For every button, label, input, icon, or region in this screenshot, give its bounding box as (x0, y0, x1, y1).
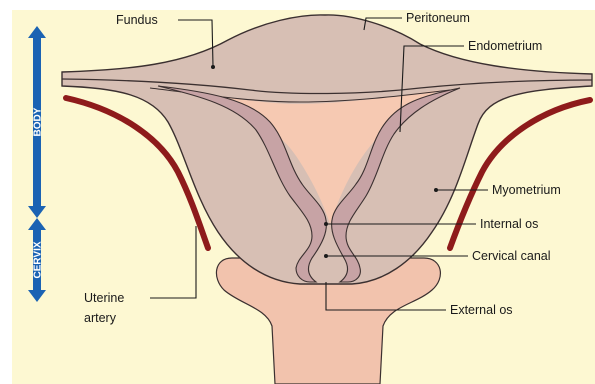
myometrium-label: Myometrium (492, 183, 561, 197)
cervical-canal-label: Cervical canal (472, 249, 551, 263)
myometrium-dot (434, 188, 438, 192)
peritoneum-label: Peritoneum (406, 11, 470, 25)
cervix-region-label: CERVIX (33, 241, 44, 278)
internal-os-dot (324, 222, 328, 226)
cervical-canal-dot (324, 254, 328, 258)
external-os-label: External os (450, 303, 513, 317)
uterine-artery-label-line1: Uterine (84, 291, 124, 305)
endometrium-label: Endometrium (468, 39, 542, 53)
fundus-dot (211, 65, 215, 69)
uterine-artery-label-line2: artery (84, 311, 117, 325)
body-region-label: BODY (33, 107, 44, 136)
internal-os-label: Internal os (480, 217, 538, 231)
fundus-label: Fundus (116, 13, 158, 27)
